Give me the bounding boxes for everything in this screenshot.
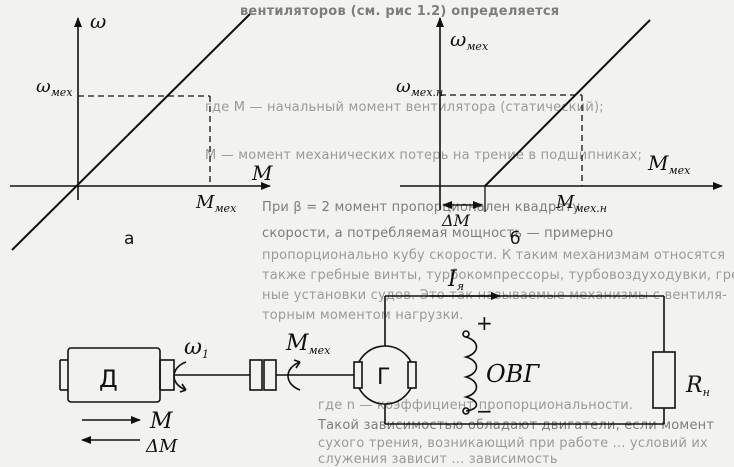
generator-brush-left (353, 361, 363, 389)
graph-a-m-mark: Mмех (195, 192, 237, 215)
bg-text-line: торным моментом нагрузки. (262, 308, 464, 323)
bg-text-line: сухого трения, возникающий при работе ..… (318, 436, 708, 451)
bg-text-line: M — момент механических потерь на трение… (205, 148, 643, 163)
motor-label: Д (99, 365, 118, 393)
field-terminal-bottom (462, 407, 470, 415)
bg-text-line: скорости, а потребляемая мощность — прим… (262, 226, 614, 241)
graph-a-line (11, 13, 251, 251)
field-winding-coil (463, 336, 478, 412)
arrow-dm-label: ΔM (145, 436, 178, 457)
load-main: R (685, 373, 703, 398)
graph-b-omega-mark-main: ω (396, 76, 411, 97)
omega1-main: ω (184, 335, 202, 360)
current-sub: я (457, 280, 464, 293)
graph-b-y-label: ωмех (450, 27, 489, 53)
omega1-sub: 1 (202, 348, 209, 361)
field-plus: + (476, 311, 493, 335)
omega1-label: ω1 (184, 335, 209, 361)
bg-text-line: служения зависит ... зависимость (318, 452, 558, 467)
coupling-right (263, 359, 277, 391)
load-resistor (652, 351, 676, 409)
current-main: I (447, 267, 458, 292)
graph-b-omega-mark-sub: мех.н (411, 86, 444, 99)
graph-a-omega-mark-main: ω (36, 76, 51, 97)
graph-a (10, 13, 271, 251)
graph-b-delta-label: ΔM (441, 211, 471, 230)
bg-text-line: пропорционально кубу скорости. К таким м… (262, 248, 726, 263)
torque-sub: мех (309, 344, 332, 357)
omega-rotation-arrow (173, 361, 187, 391)
graph-a-x-label: M (251, 161, 273, 185)
graph-a-m-mark-sub: мех (214, 202, 237, 215)
arrow-m-label: M (149, 409, 173, 434)
motor-flange (159, 359, 175, 391)
graph-b-m-mark-main: M (555, 192, 575, 213)
graph-b (400, 17, 723, 212)
load-sub: н (703, 386, 710, 399)
graph-b-line (484, 19, 651, 187)
bg-text-line: где M — начальный момент вентилятора (ст… (205, 100, 604, 115)
graph-b-omega-mark: ωмех.н (396, 76, 443, 99)
graph-a-caption: а (124, 229, 134, 249)
graph-b-m-mark: Mмех.н (555, 192, 607, 215)
omega-rotation-head (179, 383, 187, 393)
field-minus: − (476, 399, 493, 423)
torque-rotation-head (293, 359, 301, 369)
graph-a-omega-mark: ωмех (36, 76, 73, 99)
graph-b-x-label-sub: мех (668, 164, 691, 177)
bg-text-line: также гребные винты, турбокомпрессоры, т… (262, 268, 734, 283)
bg-text-line: При β = 2 момент пропорционален квадрату (262, 200, 581, 215)
graph-a-y-label: ω (90, 9, 106, 33)
graph-b-y-label-main: ω (450, 27, 466, 51)
generator-brush-right (407, 361, 417, 389)
bg-text-line: вентиляторов (см. рис 1.2) определяется (240, 4, 560, 19)
graph-a-m-mark-main: M (195, 192, 215, 213)
graph-b-x-label: Mмех (647, 151, 691, 177)
current-label: Iя (447, 267, 464, 293)
torque-main: M (285, 331, 309, 356)
graph-b-x-label-main: M (647, 151, 669, 175)
graph-b-caption: б (510, 229, 520, 249)
graph-b-m-mark-sub: мех.н (574, 202, 607, 215)
bg-text-line: Такой зависимостью обладают двигатели, е… (318, 418, 715, 433)
field-winding-label: ОВГ (486, 360, 540, 388)
load-label: Rн (685, 373, 710, 399)
coupling-left (249, 359, 263, 391)
graph-b-y-label-sub: мех (466, 40, 489, 53)
torque-rotation-arrow (287, 361, 301, 391)
field-terminal-top (462, 330, 470, 338)
torque-label: Mмех (285, 331, 331, 357)
generator-label: Г (377, 365, 390, 390)
graph-a-omega-mark-sub: мех (51, 86, 74, 99)
circuit (59, 292, 676, 444)
